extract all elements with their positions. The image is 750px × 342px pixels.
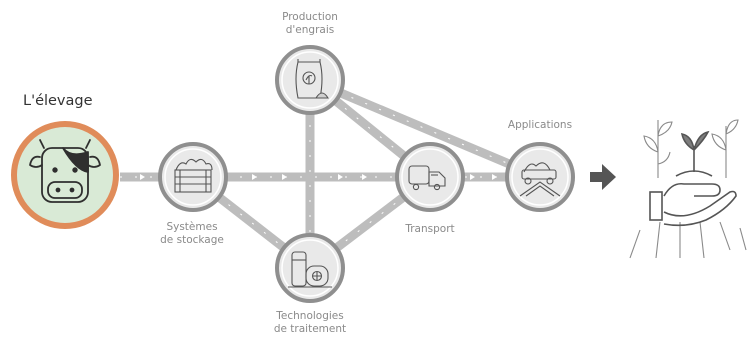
direction-markers xyxy=(140,174,497,180)
node-applications xyxy=(505,142,575,212)
node-label-traitement: Technologies de traitement xyxy=(273,310,347,335)
node-stockage xyxy=(158,142,228,212)
node-production xyxy=(275,45,345,115)
hand-holding-sprout-icon xyxy=(629,119,747,259)
truck-icon xyxy=(408,165,446,191)
node-label-applications: Applications xyxy=(507,119,573,131)
node-label-transport: Transport xyxy=(405,223,455,235)
node-elevage xyxy=(11,121,119,229)
flow-arrow xyxy=(590,164,616,190)
road-production-applications xyxy=(308,75,542,182)
node-label-stockage: Systèmes de stockage xyxy=(160,221,224,246)
storage-crate-icon xyxy=(174,158,213,193)
fertilizer-bag-icon xyxy=(295,59,329,99)
cow-icon xyxy=(29,139,101,203)
node-traitement xyxy=(275,233,345,303)
node-label-elevage: L'élevage xyxy=(23,93,93,109)
biogas-tank-icon xyxy=(288,251,332,288)
node-transport xyxy=(395,142,465,212)
manure-spreader-icon xyxy=(519,162,561,197)
node-label-production: Production d'engrais xyxy=(282,11,338,36)
